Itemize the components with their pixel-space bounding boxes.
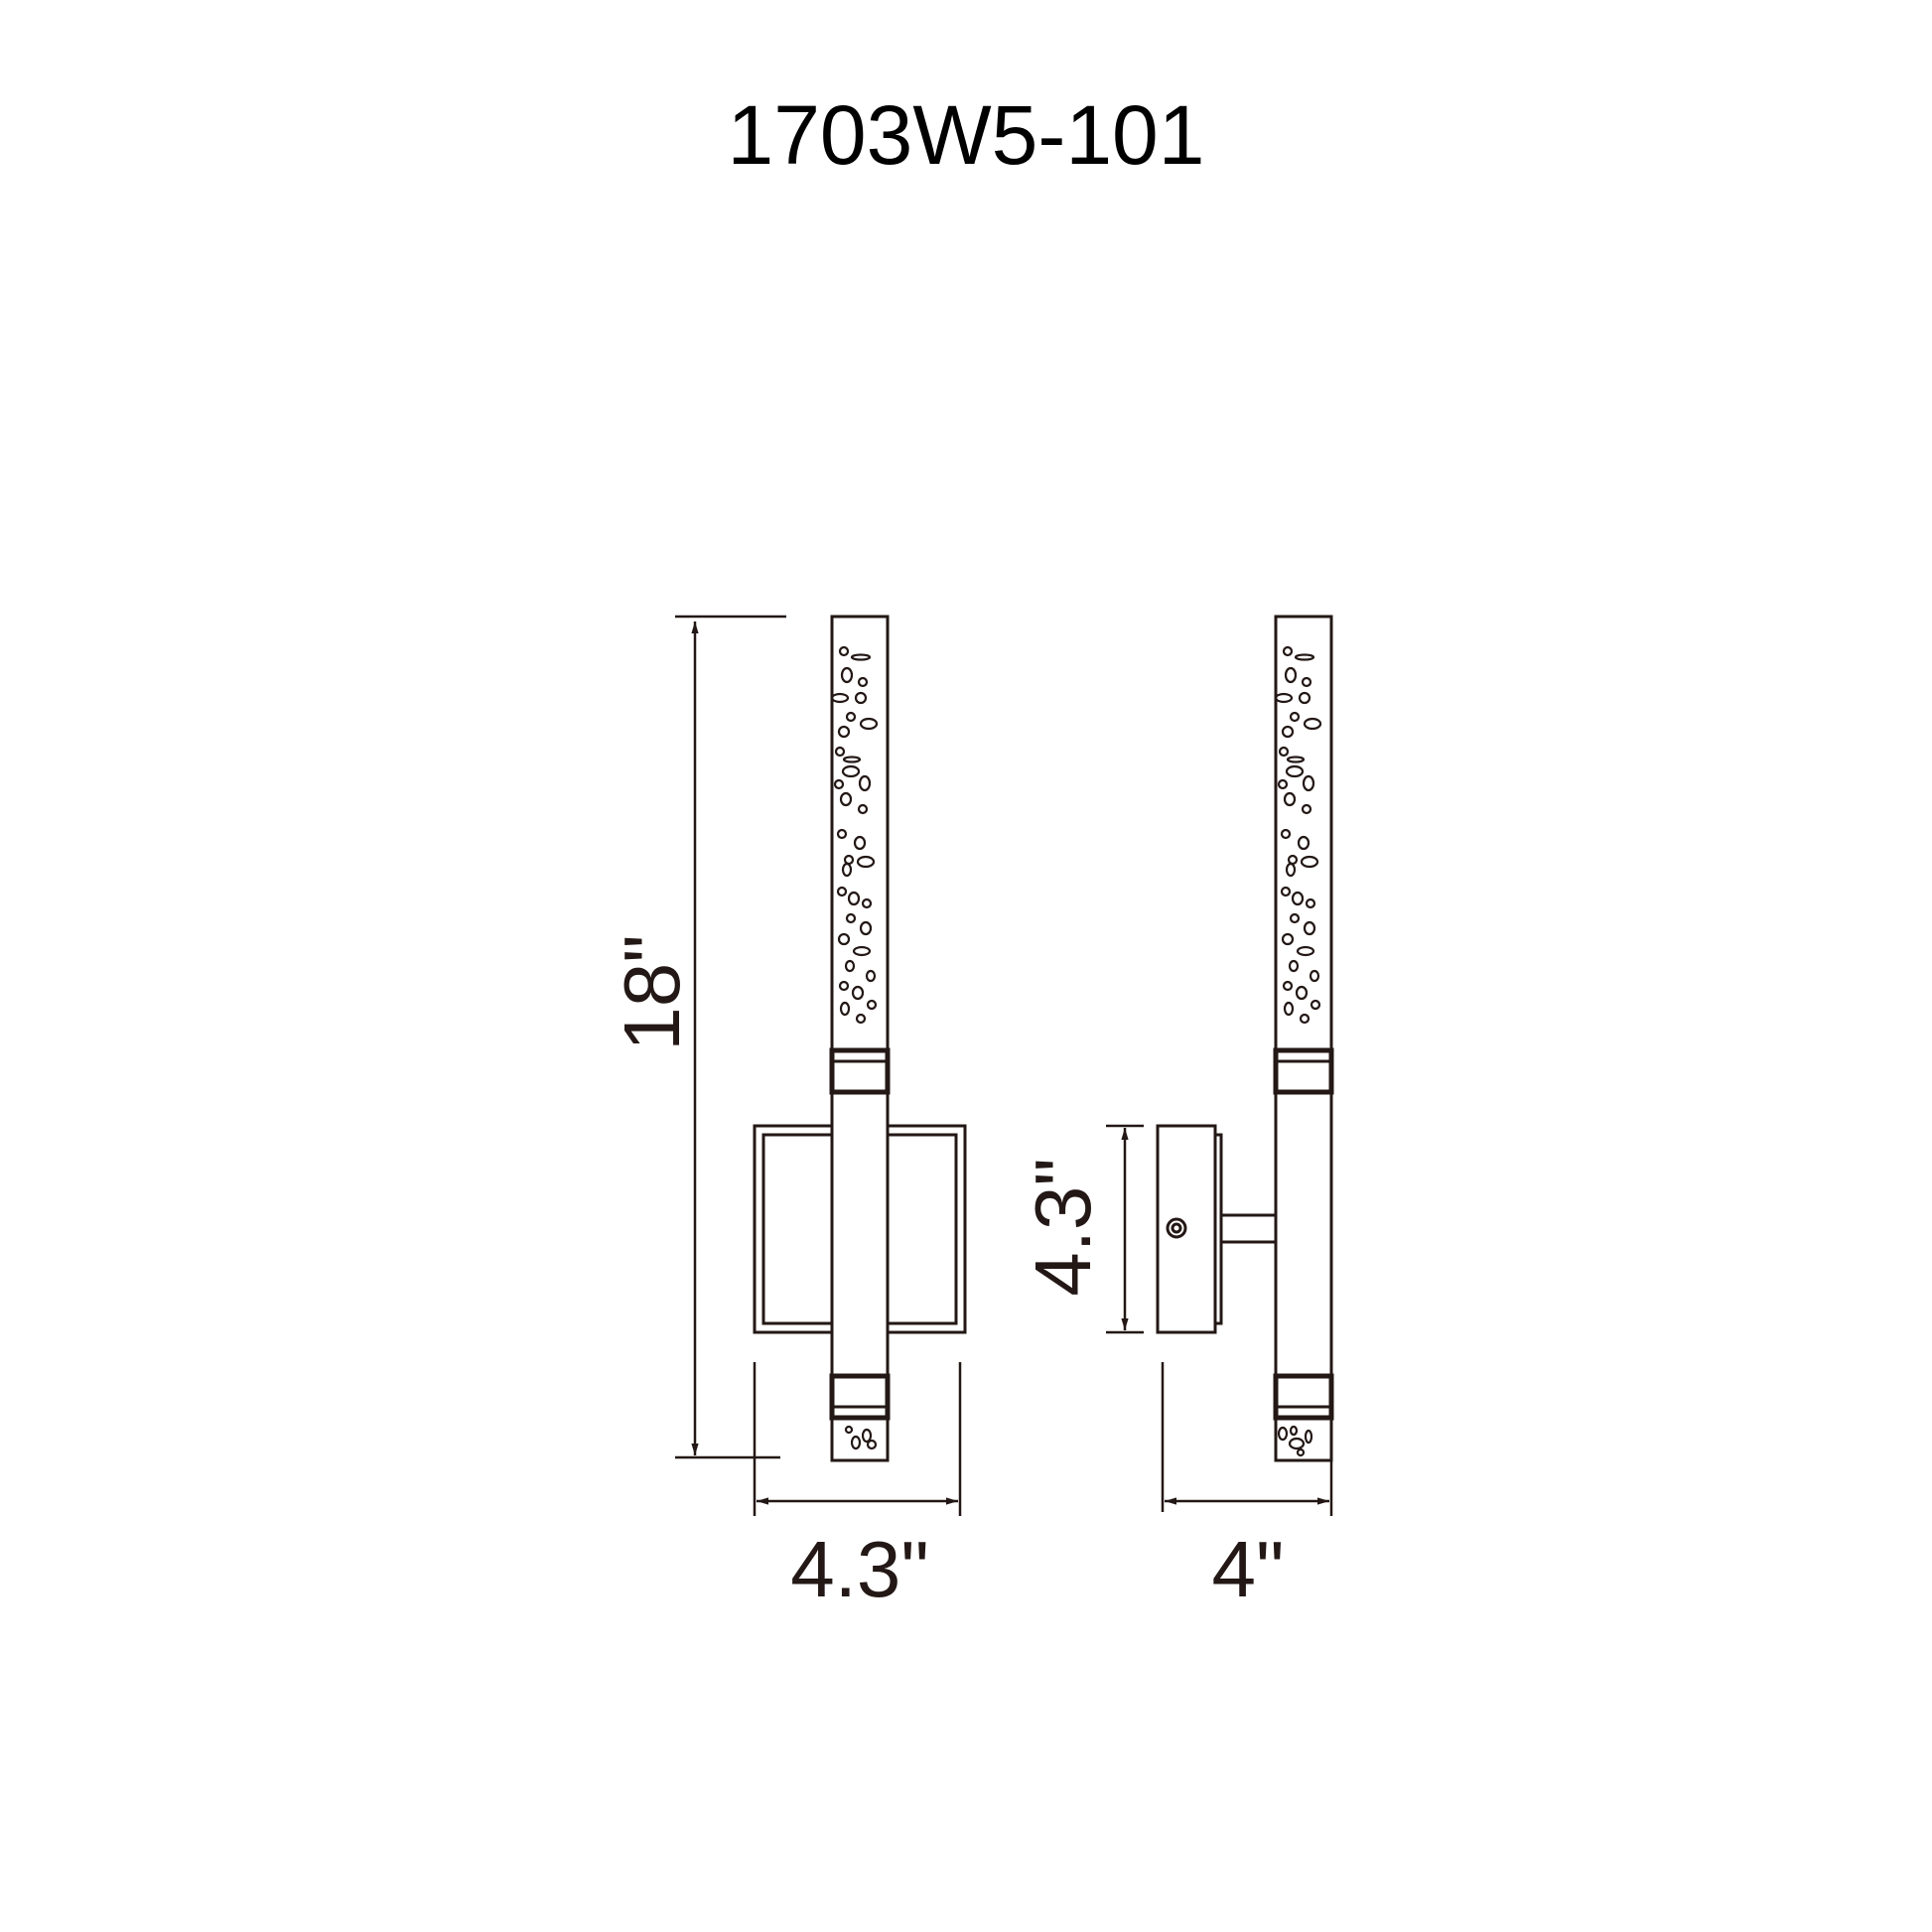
side-view-drawing	[1156, 615, 1334, 1462]
height-dimension-line	[675, 615, 786, 1459]
model-number-title: 1703W5-101	[727, 88, 1205, 182]
front-width-dimension-line	[753, 1362, 962, 1516]
backplate-height-label: 4.3"	[1019, 1158, 1107, 1297]
backplate-height-dimension-line	[1106, 1124, 1144, 1334]
front-view-drawing	[753, 615, 967, 1462]
depth-label: 4"	[1212, 1525, 1285, 1613]
front-width-label: 4.3"	[790, 1525, 929, 1613]
height-label: 18"	[608, 934, 696, 1050]
depth-dimension-line	[1161, 1362, 1333, 1516]
